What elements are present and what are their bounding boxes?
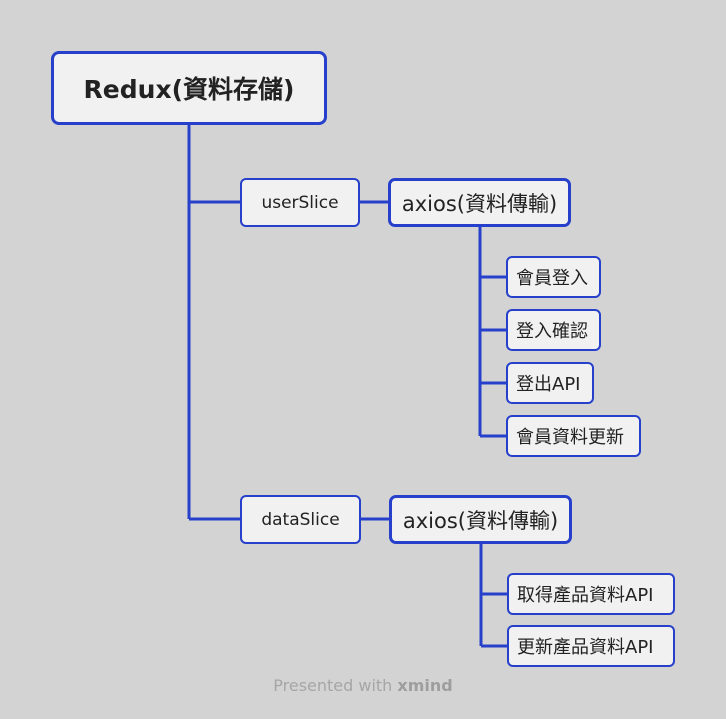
- topic-axios-data[interactable]: axios(資料傳輸): [389, 495, 572, 544]
- leaf-topic-member-login[interactable]: 會員登入: [506, 256, 601, 298]
- leaf-topic-get-product-data-api[interactable]: 取得產品資料API: [507, 573, 675, 615]
- footer-prefix: Presented with: [273, 676, 393, 695]
- subtopic-userslice[interactable]: userSlice: [240, 178, 360, 227]
- subtopic-dataslice[interactable]: dataSlice: [240, 495, 361, 544]
- topic-axios-user[interactable]: axios(資料傳輸): [388, 178, 571, 227]
- leaf-topic-update-product-data-api[interactable]: 更新產品資料API: [507, 625, 675, 667]
- presented-with-footer: Presented with xmind: [0, 676, 726, 695]
- root-topic-redux[interactable]: Redux(資料存儲): [51, 51, 327, 125]
- leaf-topic-logout-api[interactable]: 登出API: [506, 362, 594, 404]
- xmind-logo: xmind: [397, 676, 453, 695]
- leaf-topic-login-confirm[interactable]: 登入確認: [506, 309, 601, 351]
- leaf-topic-member-data-update[interactable]: 會員資料更新: [506, 415, 641, 457]
